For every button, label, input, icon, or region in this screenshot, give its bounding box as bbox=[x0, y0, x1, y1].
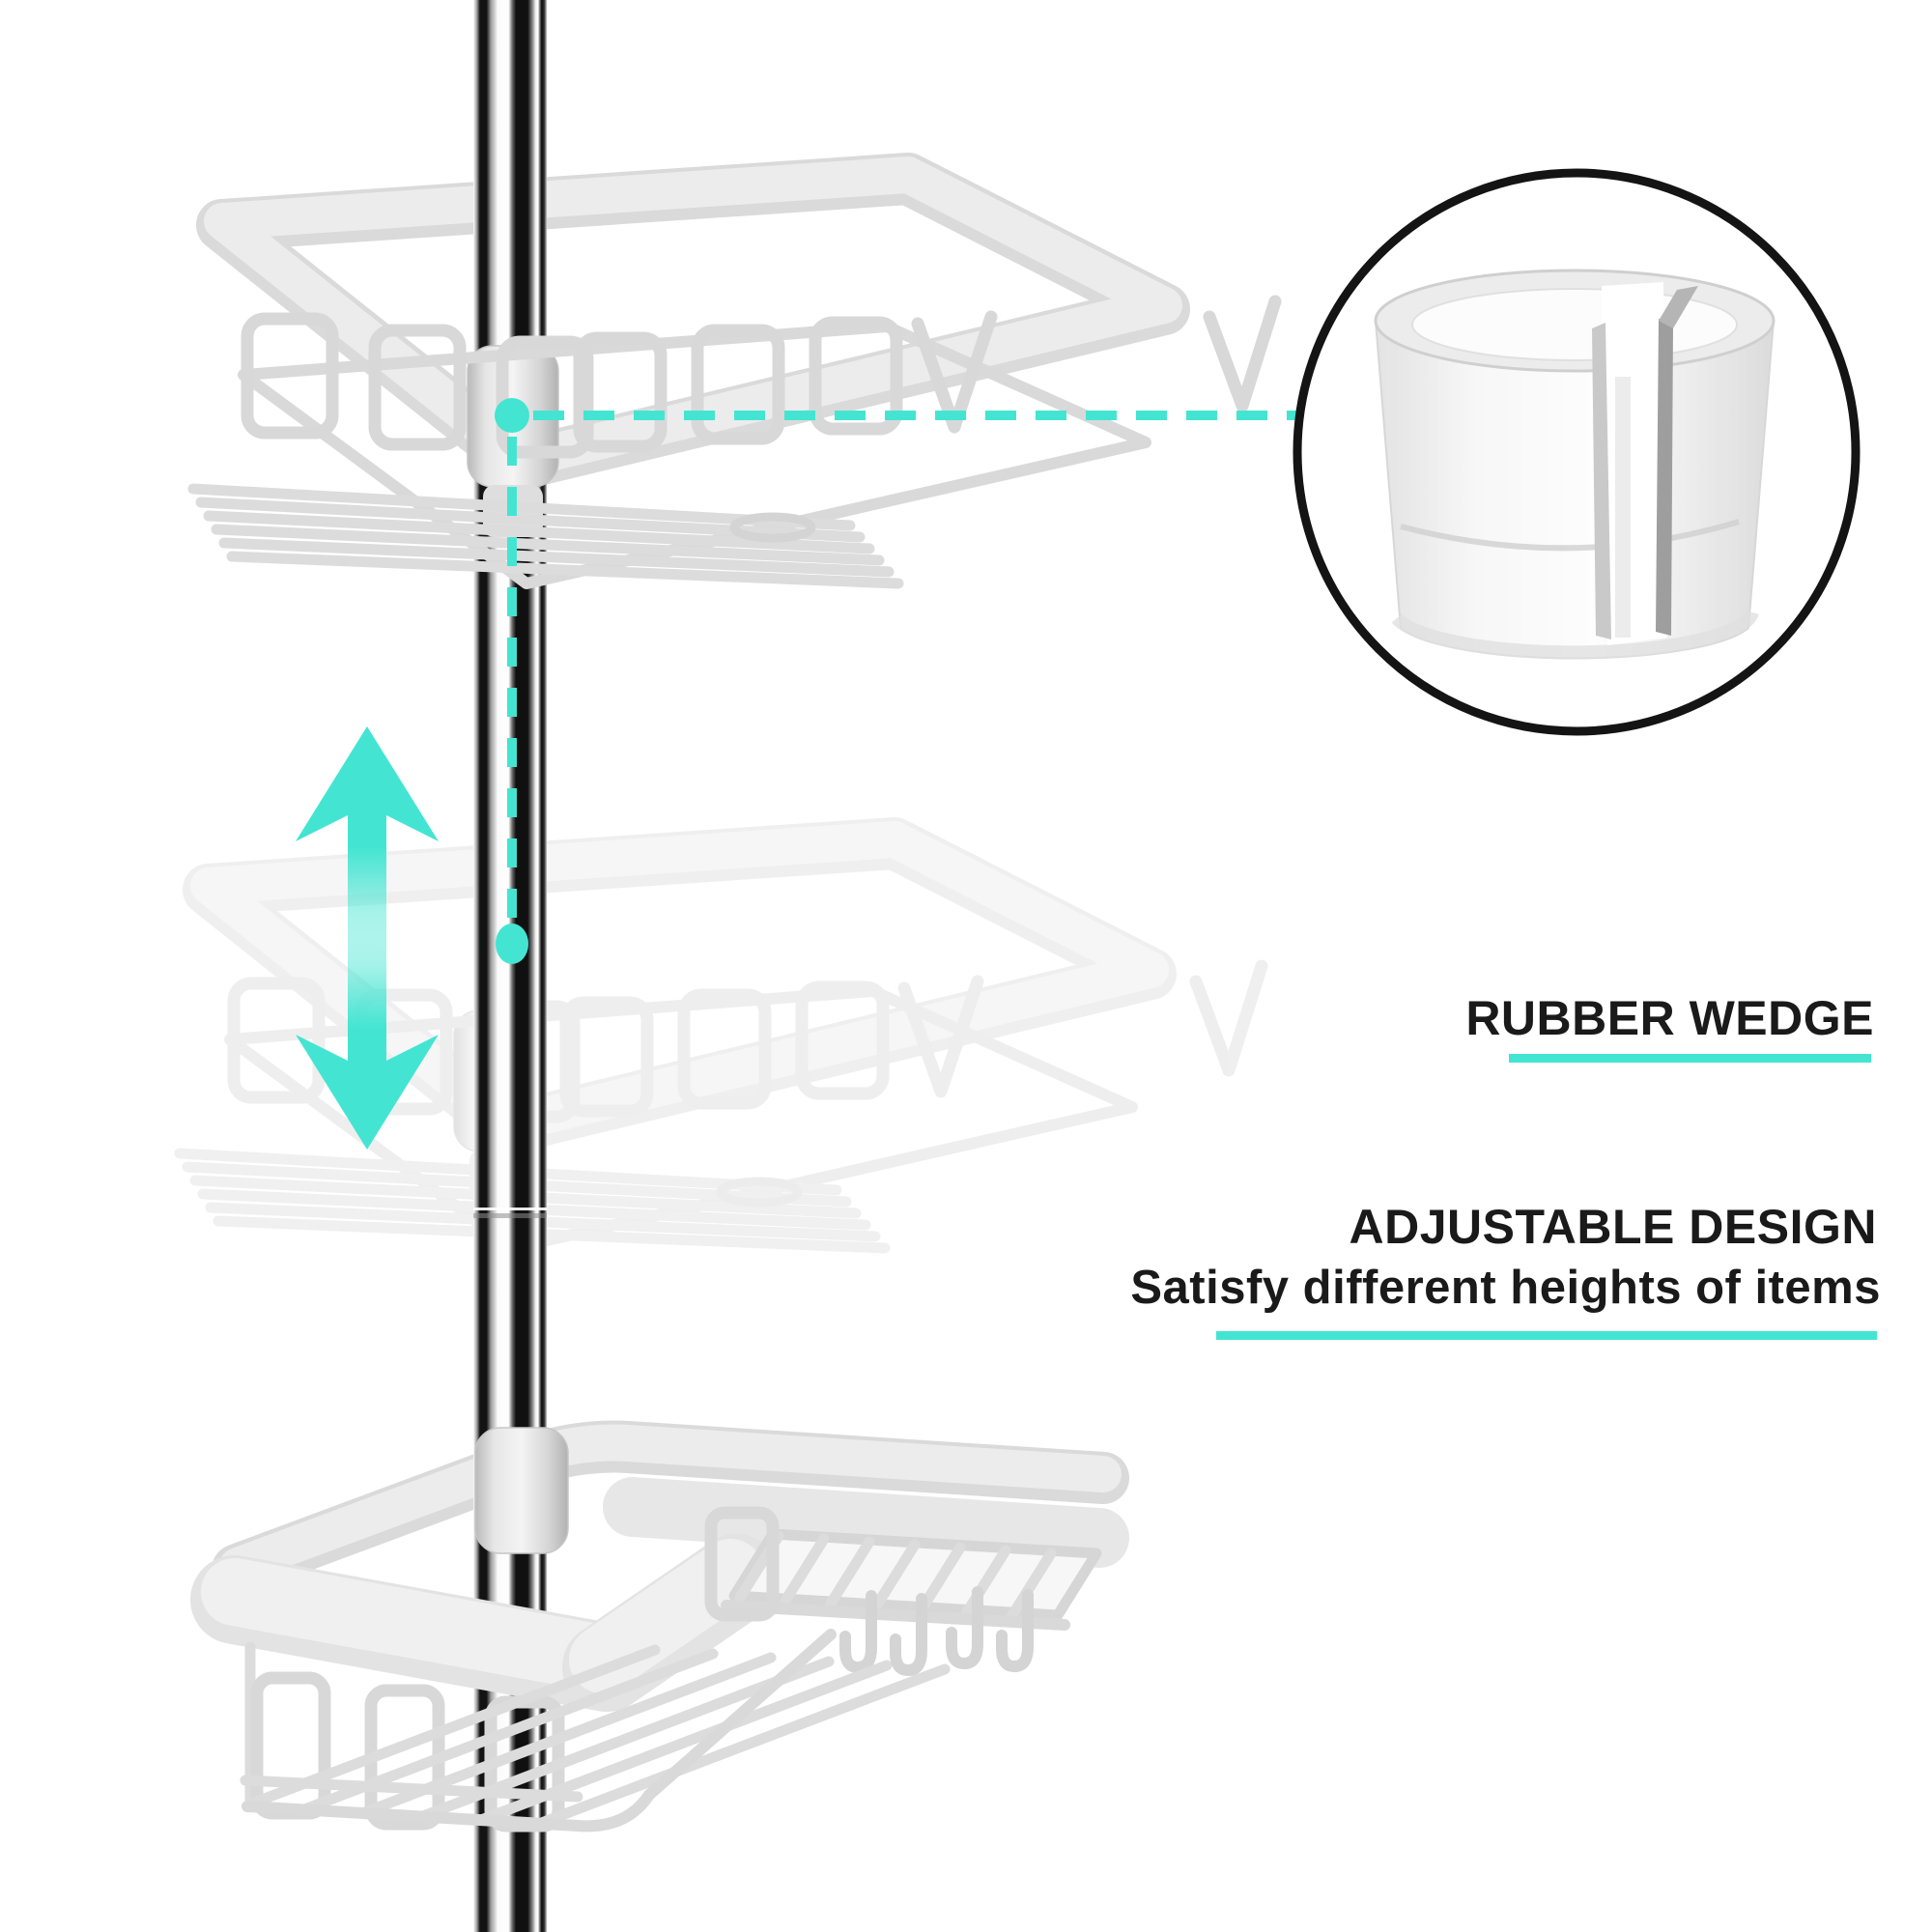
rubber-wedge-illustration bbox=[1374, 269, 1776, 660]
adjustable-design-subtitle: Satisfy different heights of items bbox=[1130, 1262, 1881, 1314]
utility-hooks bbox=[839, 1586, 1034, 1677]
bottom-wire-basket bbox=[240, 1629, 951, 1833]
rubber-wedge-label: RUBBER WEDGE bbox=[1465, 991, 1874, 1045]
pole-joint-seam bbox=[473, 1208, 547, 1210]
annotations bbox=[296, 398, 1306, 1150]
adjustable-design-title: ADJUSTABLE DESIGN bbox=[1349, 1200, 1877, 1254]
pole-collar-bottom bbox=[474, 1427, 569, 1554]
wedge-position-dot-top bbox=[495, 398, 529, 433]
soap-rack bbox=[704, 1506, 1102, 1631]
wedge-position-dot-middle bbox=[496, 923, 528, 964]
adjustable-design-underline bbox=[1216, 1331, 1877, 1340]
up-down-arrow-icon bbox=[296, 726, 439, 1150]
bottom-shelf-basket bbox=[190, 1427, 1102, 1833]
rubber-wedge-underline bbox=[1509, 1054, 1871, 1063]
middle-shelf-ghost bbox=[180, 839, 1262, 1248]
rubber-wedge-detail-circle bbox=[1293, 168, 1861, 736]
